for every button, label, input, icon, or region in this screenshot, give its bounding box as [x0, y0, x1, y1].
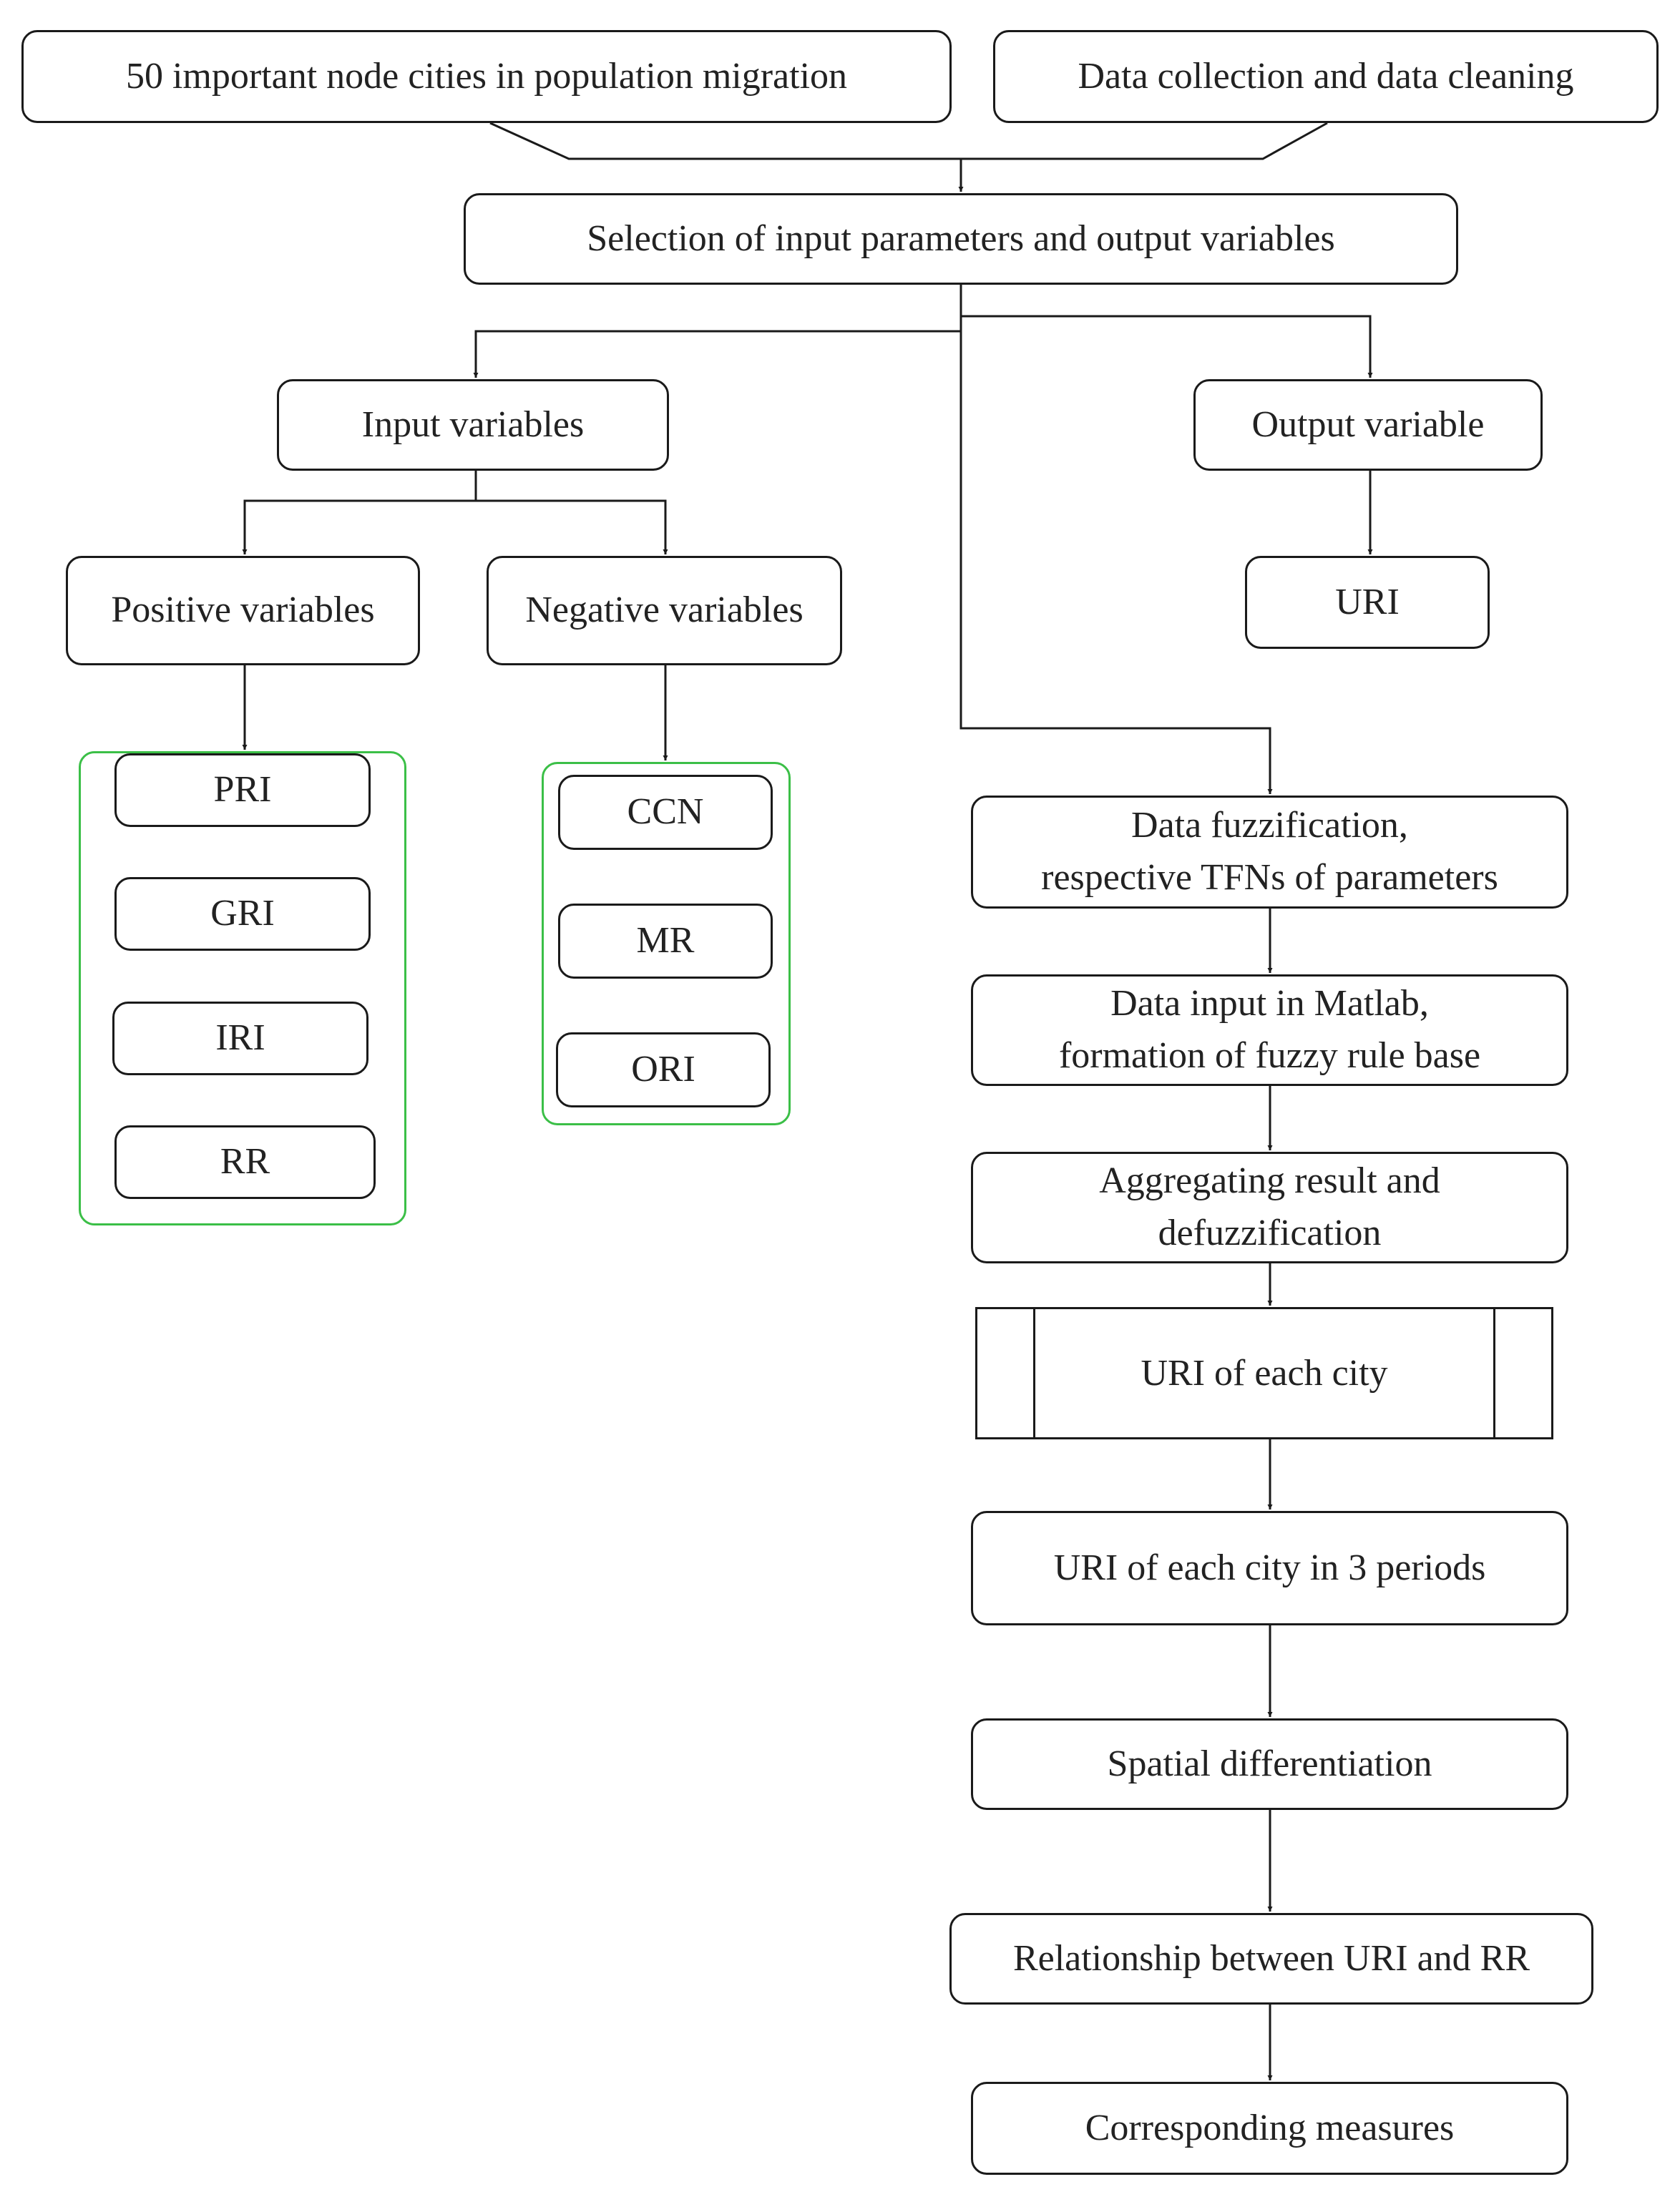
node-positive-variables: Positive variables	[66, 556, 420, 665]
positive-item-gri: GRI	[114, 877, 371, 951]
merge-line-left	[489, 122, 961, 160]
node-relationship: Relationship between URI and RR	[949, 1913, 1593, 2005]
node-matlab: Data input in Matlab, formation of fuzzy…	[971, 974, 1568, 1086]
arrow-to-negative-variables	[476, 499, 668, 554]
node-data-collection: Data collection and data cleaning	[993, 30, 1659, 123]
process-bar-right	[1493, 1309, 1495, 1437]
merge-line-right	[961, 122, 1328, 160]
node-aggregating: Aggregating result and defuzzification	[971, 1152, 1568, 1263]
arrow-to-positive-variables	[242, 499, 476, 554]
node-spatial: Spatial differentiation	[971, 1718, 1568, 1810]
node-fuzzification: Data fuzzification, respective TFNs of p…	[971, 796, 1568, 909]
arrow-to-input-variables	[473, 330, 961, 378]
node-cities: 50 important node cities in population m…	[21, 30, 952, 123]
node-uri-each-city: URI of each city	[975, 1307, 1553, 1439]
negative-item-ccn: CCN	[558, 775, 773, 850]
arrow-to-output-variable	[961, 315, 1373, 378]
node-uri-periods: URI of each city in 3 periods	[971, 1511, 1568, 1625]
node-negative-variables: Negative variables	[487, 556, 842, 665]
negative-item-ori: ORI	[556, 1032, 771, 1107]
positive-item-iri: IRI	[112, 1002, 368, 1075]
node-measures: Corresponding measures	[971, 2082, 1568, 2175]
positive-item-pri: PRI	[114, 753, 371, 827]
positive-variables-group	[79, 751, 406, 1225]
node-uri: URI	[1245, 556, 1490, 649]
negative-variables-group	[542, 762, 791, 1125]
negative-item-mr: MR	[558, 904, 773, 979]
arrow-to-fuzzification	[959, 331, 1273, 794]
uri-each-city-label: URI of each city	[1141, 1353, 1388, 1394]
node-selection: Selection of input parameters and output…	[464, 193, 1458, 285]
positive-item-rr: RR	[114, 1125, 376, 1199]
node-input-variables: Input variables	[277, 379, 669, 471]
node-output-variable: Output variable	[1193, 379, 1543, 471]
process-bar-left	[1033, 1309, 1035, 1437]
